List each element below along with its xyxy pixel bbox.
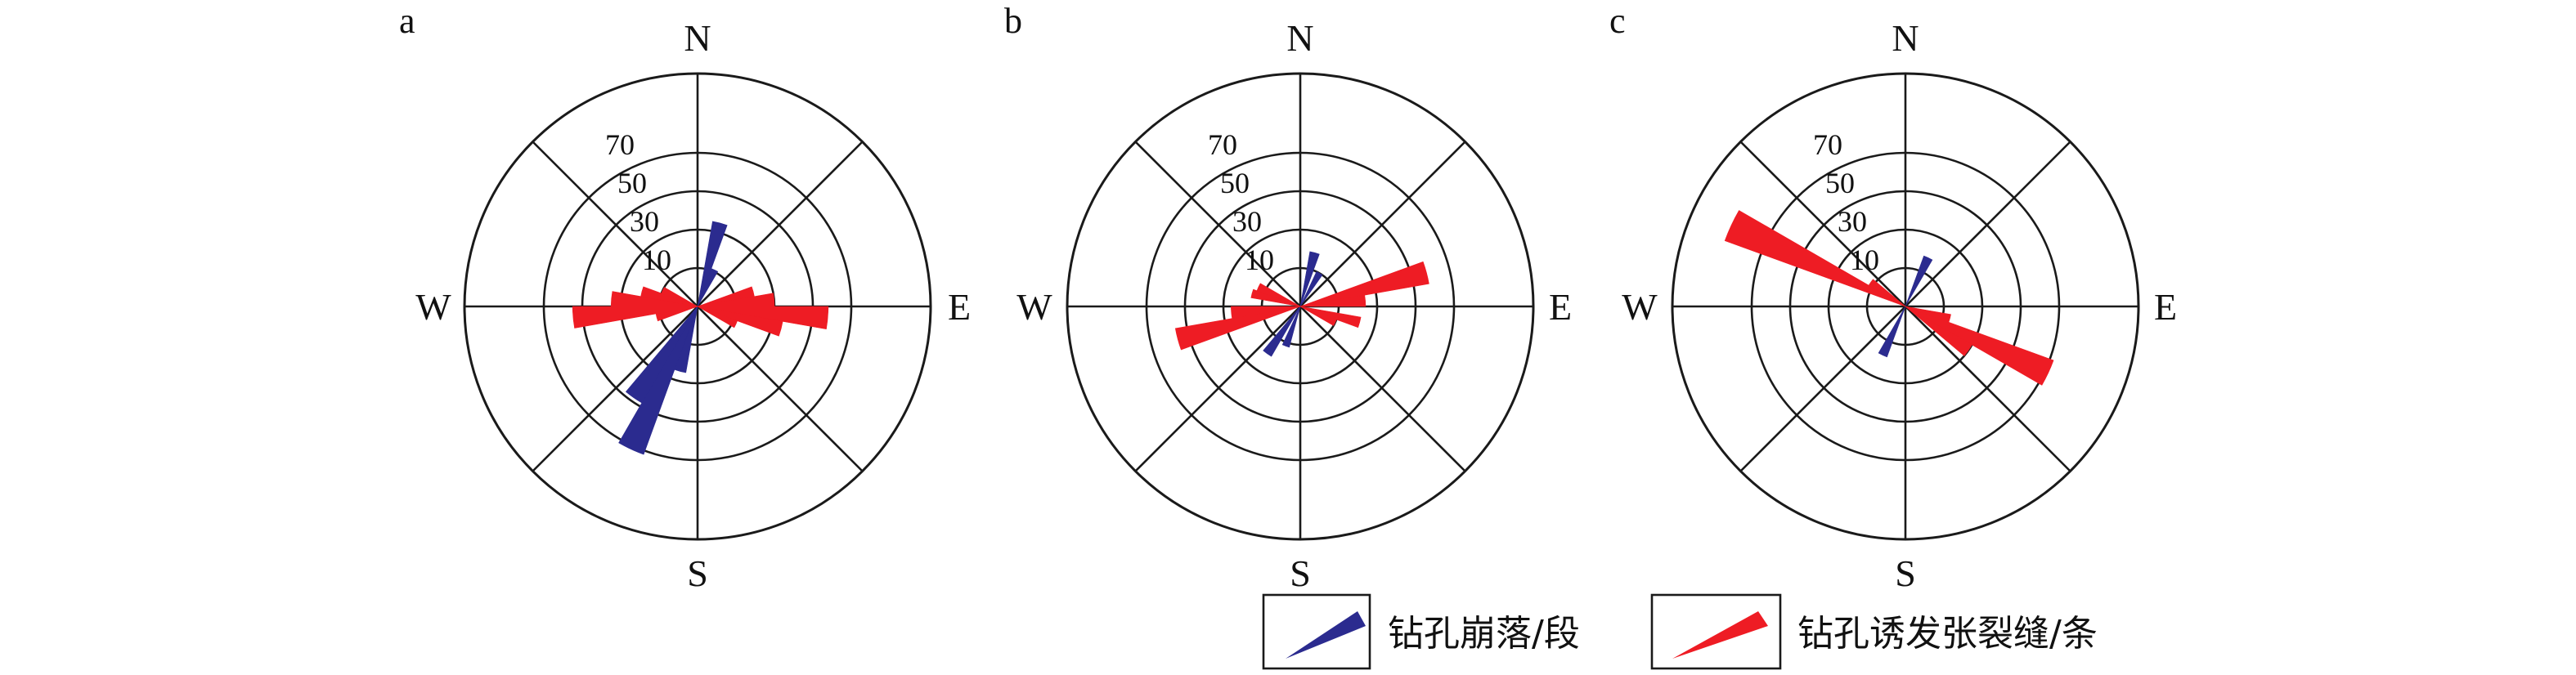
radial-grid-line	[532, 141, 698, 307]
legend-item-breakout: 钻孔崩落/段	[1262, 593, 1580, 670]
radial-grid-line	[1739, 306, 1906, 472]
direction-label-e: E	[2154, 286, 2177, 328]
panel-label-a: a	[399, 1, 415, 41]
legend-item-fracture: 钻孔诱发张裂缝/条	[1650, 593, 2098, 670]
rose-panel-a: a N E S W 10 30 50 70	[399, 1, 971, 594]
radial-grid-line	[697, 141, 864, 307]
fracture-wedges-b	[1174, 261, 1429, 351]
fracture-wedge	[697, 306, 783, 337]
breakout-wedge	[1263, 306, 1301, 357]
direction-label-w: W	[1016, 286, 1052, 328]
polar-grid-b	[1066, 72, 1535, 541]
fracture-wedge	[1299, 306, 1337, 326]
breakout-wedge	[625, 306, 698, 404]
fracture-wedge	[697, 306, 738, 329]
fracture-wedge	[1256, 283, 1301, 307]
fracture-wedges-a	[572, 286, 829, 337]
rose-panel-c: c N E S W 10 30 50 70	[1609, 1, 2177, 594]
legend: 钻孔崩落/段 钻孔诱发张裂缝/条	[1262, 593, 2098, 670]
radial-grid-line	[532, 306, 698, 472]
direction-label-s: S	[687, 552, 708, 594]
fracture-wedge	[1299, 294, 1367, 307]
direction-label-s: S	[1290, 552, 1311, 594]
rose-panel-b: b N E S W 10 30 50 70	[1004, 1, 1572, 594]
ring-label: 70	[1813, 128, 1842, 161]
ring-labels-c: 10 30 50 70	[1813, 128, 1879, 276]
direction-label-s: S	[1895, 552, 1916, 594]
direction-label-n: N	[1892, 17, 1919, 59]
ring-label: 30	[1232, 205, 1262, 238]
ring-labels-a: 10 30 50 70	[605, 128, 671, 276]
radial-grid-line	[1299, 306, 1466, 472]
fracture-swatch-icon	[1672, 611, 1768, 659]
breakout-wedge	[1878, 306, 1906, 358]
fracture-wedge	[1231, 306, 1301, 320]
ring-label: 10	[1850, 244, 1879, 276]
radial-grid-line	[1739, 141, 1906, 307]
radial-grid-line	[1905, 306, 2071, 472]
legend-label-fracture: 钻孔诱发张裂缝/条	[1797, 613, 2098, 655]
radial-grid-line	[1134, 306, 1301, 472]
fracture-wedge	[661, 287, 698, 307]
panel-label-b: b	[1004, 1, 1022, 41]
fracture-wedge	[1299, 261, 1429, 307]
legend-swatch-box-breakout	[1262, 593, 1371, 670]
radial-grid-line	[1905, 141, 2071, 307]
radial-grid-line	[1134, 141, 1301, 307]
direction-label-n: N	[684, 17, 711, 59]
radial-grid-line	[697, 306, 864, 472]
breakout-wedge	[1905, 255, 1933, 307]
panel-label-c: c	[1609, 1, 1626, 41]
legend-label-breakout: 钻孔崩落/段	[1388, 613, 1580, 655]
breakout-wedge	[618, 306, 698, 455]
ring-label: 50	[1220, 167, 1250, 199]
breakout-wedges-a	[618, 221, 728, 455]
fracture-wedges-c	[1724, 210, 2054, 386]
ring-label: 50	[617, 167, 647, 199]
ring-label: 10	[642, 244, 671, 276]
direction-label-n: N	[1286, 17, 1313, 59]
direction-label-w: W	[1622, 286, 1658, 328]
direction-label-e: E	[948, 286, 971, 328]
ring-label: 50	[1825, 167, 1855, 199]
fracture-wedge	[1724, 210, 1906, 307]
radial-grid-line	[1299, 141, 1466, 307]
direction-label-e: E	[1549, 286, 1572, 328]
breakout-wedges-c	[1878, 255, 1933, 358]
ring-label: 70	[1208, 128, 1237, 161]
polar-grid-a	[463, 72, 932, 541]
fracture-wedge	[572, 306, 698, 329]
ring-label: 10	[1245, 244, 1274, 276]
breakout-swatch-icon	[1286, 611, 1366, 659]
breakout-wedges-b	[1263, 251, 1323, 357]
ring-labels-b: 10 30 50 70	[1208, 128, 1274, 276]
ring-label: 70	[605, 128, 635, 161]
fracture-wedge	[1905, 306, 2054, 386]
ring-label: 30	[630, 205, 659, 238]
fracture-wedge	[1174, 306, 1301, 351]
ring-label: 30	[1838, 205, 1867, 238]
fracture-wedge	[1905, 306, 1972, 356]
fracture-wedge	[1905, 306, 1951, 323]
polar-grid-c	[1671, 72, 2140, 541]
breakout-wedge	[1299, 271, 1323, 307]
breakout-wedge	[1281, 306, 1301, 348]
breakout-wedge	[1299, 251, 1320, 307]
fracture-wedge	[1299, 306, 1362, 329]
legend-swatch-box-fracture	[1650, 593, 1782, 670]
breakout-wedge	[697, 268, 719, 307]
direction-label-w: W	[415, 286, 451, 328]
breakout-wedge	[697, 221, 728, 307]
fracture-wedge	[1868, 279, 1906, 307]
